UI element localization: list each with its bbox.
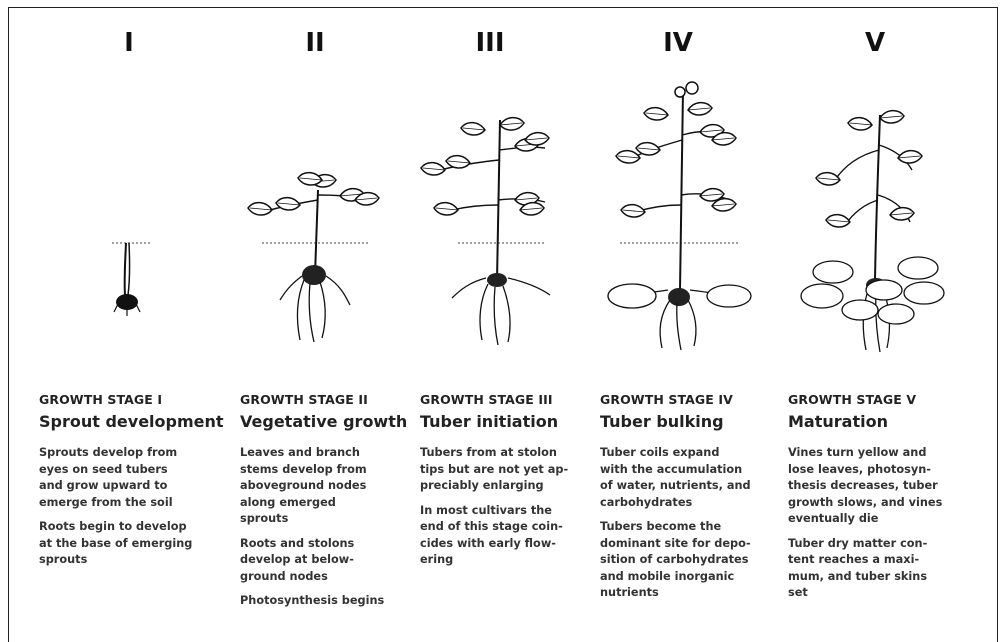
text-line: Sprouts develop from: [39, 445, 224, 462]
text-line: Vines turn yellow and: [788, 445, 978, 462]
stage-label: GROWTH STAGE I: [39, 392, 224, 407]
text-line: develop at below-: [240, 552, 420, 569]
text-line: eyes on seed tubers: [39, 462, 224, 479]
text-line: Tubers become the: [600, 519, 780, 536]
text-line: mum, and tuber skins: [788, 569, 978, 586]
stage-name: Vegetative growth: [240, 412, 420, 431]
text-line: In most cultivars the: [420, 503, 590, 520]
text-line: Tuber dry matter con-: [788, 536, 978, 553]
plant-stage-5: [801, 111, 944, 352]
text-line: tent reaches a maxi-: [788, 552, 978, 569]
stage-label: GROWTH STAGE II: [240, 392, 420, 407]
text-line: ering: [420, 552, 590, 569]
text-line: Leaves and branch: [240, 445, 420, 462]
stage-column-4: GROWTH STAGE IV Tuber bulking Tuber coil…: [600, 392, 780, 610]
text-line: and mobile inorganic: [600, 569, 780, 586]
text-line: sprouts: [240, 511, 420, 528]
text-line: Roots begin to develop: [39, 519, 224, 536]
text-line: tips but are not yet ap-: [420, 462, 590, 479]
stage-column-5: GROWTH STAGE V Maturation Vines turn yel…: [788, 392, 978, 610]
text-line: stems develop from: [240, 462, 420, 479]
text-line: growth slows, and vines: [788, 495, 978, 512]
plant-stage-3: [421, 118, 550, 345]
stage-description: Tuber dry matter con- tent reaches a max…: [788, 536, 978, 602]
text-line: set: [788, 585, 978, 602]
stage-column-2: GROWTH STAGE II Vegetative growth Leaves…: [240, 392, 420, 618]
text-line: of water, nutrients, and: [600, 478, 780, 495]
stage-description: Leaves and branch stems develop from abo…: [240, 445, 420, 528]
stage-description: Roots and stolons develop at below- grou…: [240, 536, 420, 586]
text-line: Tuber coils expand: [600, 445, 780, 462]
plant-illustrations: [0, 0, 1005, 380]
stage-label: GROWTH STAGE V: [788, 392, 978, 407]
stage-name: Maturation: [788, 412, 978, 431]
text-line: dominant site for depo-: [600, 536, 780, 553]
text-line: cides with early flow-: [420, 536, 590, 553]
stage-description: Photosynthesis begins: [240, 593, 420, 610]
stage-name: Tuber bulking: [600, 412, 780, 431]
text-line: thesis decreases, tuber: [788, 478, 978, 495]
stage-name: Tuber initiation: [420, 412, 590, 431]
stage-description: In most cultivars the end of this stage …: [420, 503, 590, 569]
text-line: at the base of emerging: [39, 536, 224, 553]
text-line: sition of carbohydrates: [600, 552, 780, 569]
stage-label: GROWTH STAGE III: [420, 392, 590, 407]
text-line: carbohydrates: [600, 495, 780, 512]
text-line: end of this stage coin-: [420, 519, 590, 536]
plant-stage-2: [248, 173, 379, 342]
text-line: with the accumulation: [600, 462, 780, 479]
stage-column-1: GROWTH STAGE I Sprout development Sprout…: [39, 392, 224, 577]
stage-description: Tubers from at stolon tips but are not y…: [420, 445, 590, 495]
text-line: Roots and stolons: [240, 536, 420, 553]
plant-stage-4: [608, 82, 751, 350]
stage-description: Sprouts develop from eyes on seed tubers…: [39, 445, 224, 511]
text-line: Photosynthesis begins: [240, 593, 420, 610]
stage-description: Tubers become the dominant site for depo…: [600, 519, 780, 602]
text-line: emerge from the soil: [39, 495, 224, 512]
text-line: sprouts: [39, 552, 224, 569]
stage-description: Vines turn yellow and lose leaves, photo…: [788, 445, 978, 528]
text-line: aboveground nodes: [240, 478, 420, 495]
text-line: nutrients: [600, 585, 780, 602]
text-line: preciably enlarging: [420, 478, 590, 495]
text-line: Tubers from at stolon: [420, 445, 590, 462]
text-line: and grow upward to: [39, 478, 224, 495]
text-line: ground nodes: [240, 569, 420, 586]
stage-description: Roots begin to develop at the base of em…: [39, 519, 224, 569]
stage-description: Tuber coils expand with the accumulation…: [600, 445, 780, 511]
text-line: lose leaves, photosyn-: [788, 462, 978, 479]
text-line: along emerged: [240, 495, 420, 512]
stage-label: GROWTH STAGE IV: [600, 392, 780, 407]
stage-name: Sprout development: [39, 412, 224, 431]
plant-stage-1: [112, 243, 150, 316]
text-line: eventually die: [788, 511, 978, 528]
stage-column-3: GROWTH STAGE III Tuber initiation Tubers…: [420, 392, 590, 577]
